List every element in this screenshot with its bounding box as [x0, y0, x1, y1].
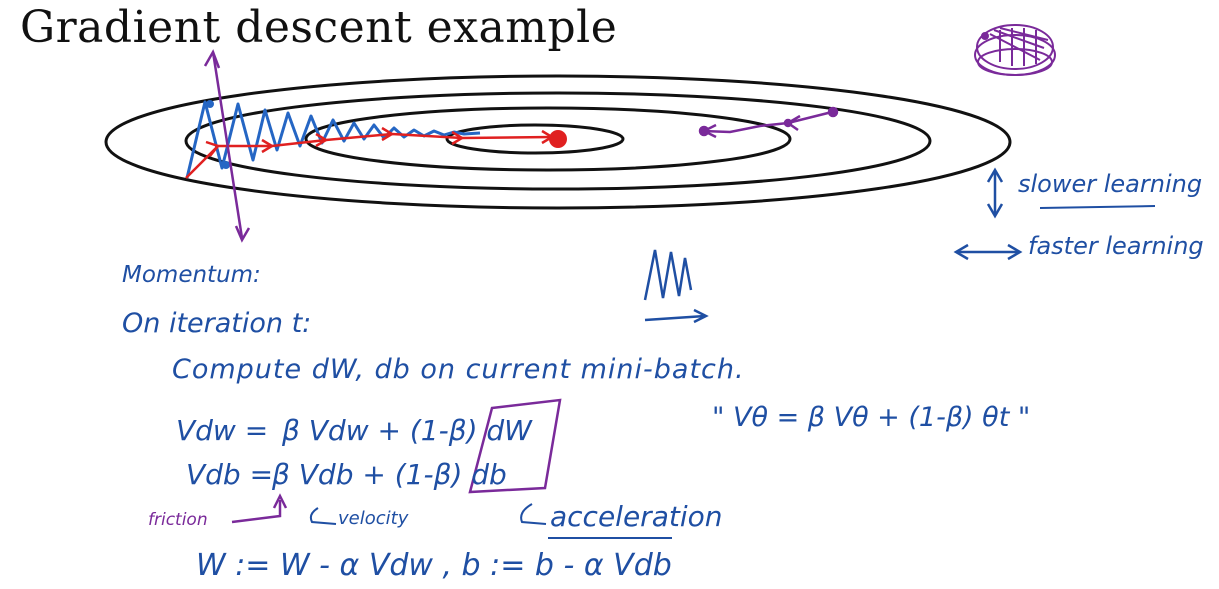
- blue-step-dot: [222, 161, 230, 169]
- velocity-label: velocity: [338, 508, 409, 529]
- vdb-rhs: β Vdb + (1-β) db: [272, 458, 507, 491]
- contour-middle: [184, 91, 932, 191]
- oscillation-doodle: [643, 249, 709, 324]
- highlight-box: [468, 398, 562, 494]
- bowl-sketch: [974, 24, 1056, 76]
- blue-step-dot: [206, 100, 214, 108]
- contour-lines: [104, 74, 1012, 210]
- slide-title: Gradient descent example: [20, 2, 618, 53]
- vdw-rhs: β Vdw + (1-β) dW: [282, 414, 532, 447]
- momentum-arrowheads: [205, 126, 555, 157]
- vdb-lhs: Vdb =: [186, 458, 274, 491]
- contour-outer: [104, 74, 1012, 210]
- compute-line: Compute dW, db on current mini-batch.: [172, 354, 745, 385]
- right-side-path: [698, 106, 839, 139]
- ema-formula: " Vθ = β Vθ + (1-β) θt ": [712, 402, 1031, 433]
- acceleration-arrow: [520, 503, 547, 525]
- slower-underline: [1039, 205, 1156, 209]
- faster-learning-label: faster learning: [1028, 232, 1204, 260]
- update-rule: W := W - α Vdw , b := b - α Vdb: [196, 548, 672, 583]
- contour-inner: [304, 106, 792, 172]
- friction-arrow: [231, 493, 288, 524]
- faster-arrow: [953, 243, 1023, 261]
- acceleration-label: acceleration: [550, 500, 723, 533]
- iteration-line: On iteration t:: [122, 308, 312, 339]
- friction-label: friction: [148, 510, 208, 530]
- momentum-path: [185, 132, 553, 179]
- minimum-dot: [549, 130, 567, 148]
- contour-core: [445, 123, 625, 155]
- slower-learning-label: slower learning: [1018, 170, 1203, 198]
- slower-arrow: [986, 167, 1004, 219]
- vertical-oscillation-arrow: [203, 49, 251, 243]
- vdw-lhs: Vdw =: [176, 414, 269, 447]
- velocity-arrow: [309, 507, 337, 525]
- oscillation-path: [185, 100, 481, 179]
- momentum-heading: Momentum:: [122, 262, 261, 288]
